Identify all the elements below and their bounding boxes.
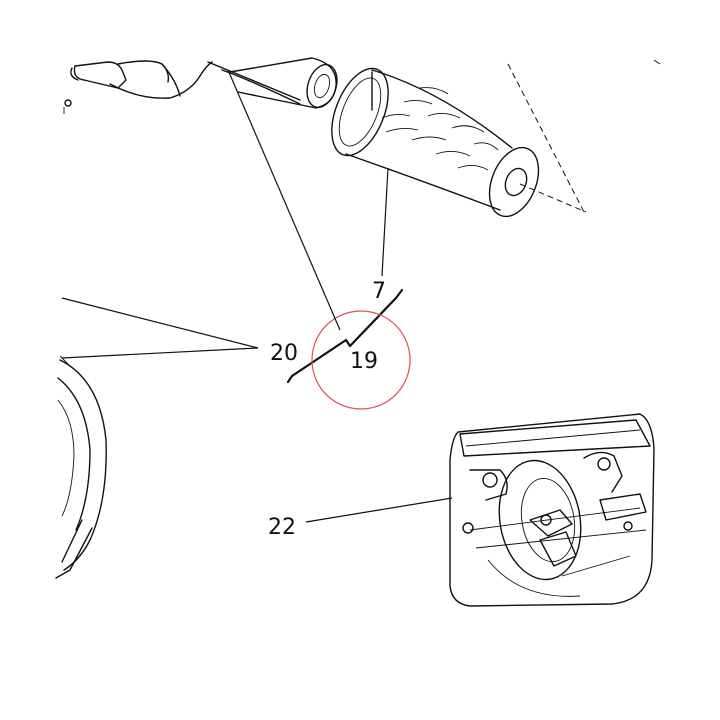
callout-20: 20 [270,341,298,366]
sleeve-tube-drawing [229,57,338,109]
callout-7: 7 [372,279,386,304]
switch-housing-drawing [449,413,655,607]
leader-lines [61,69,453,523]
callout-22: 22 [268,515,296,540]
handlebar-grip-drawing [331,59,661,218]
highlight-circle [311,310,411,410]
callout-19: 19 [350,349,378,374]
throttle-tube-drawing [63,60,301,114]
wire-clip-drawing [286,288,404,384]
cable-loop-drawing [55,355,107,579]
